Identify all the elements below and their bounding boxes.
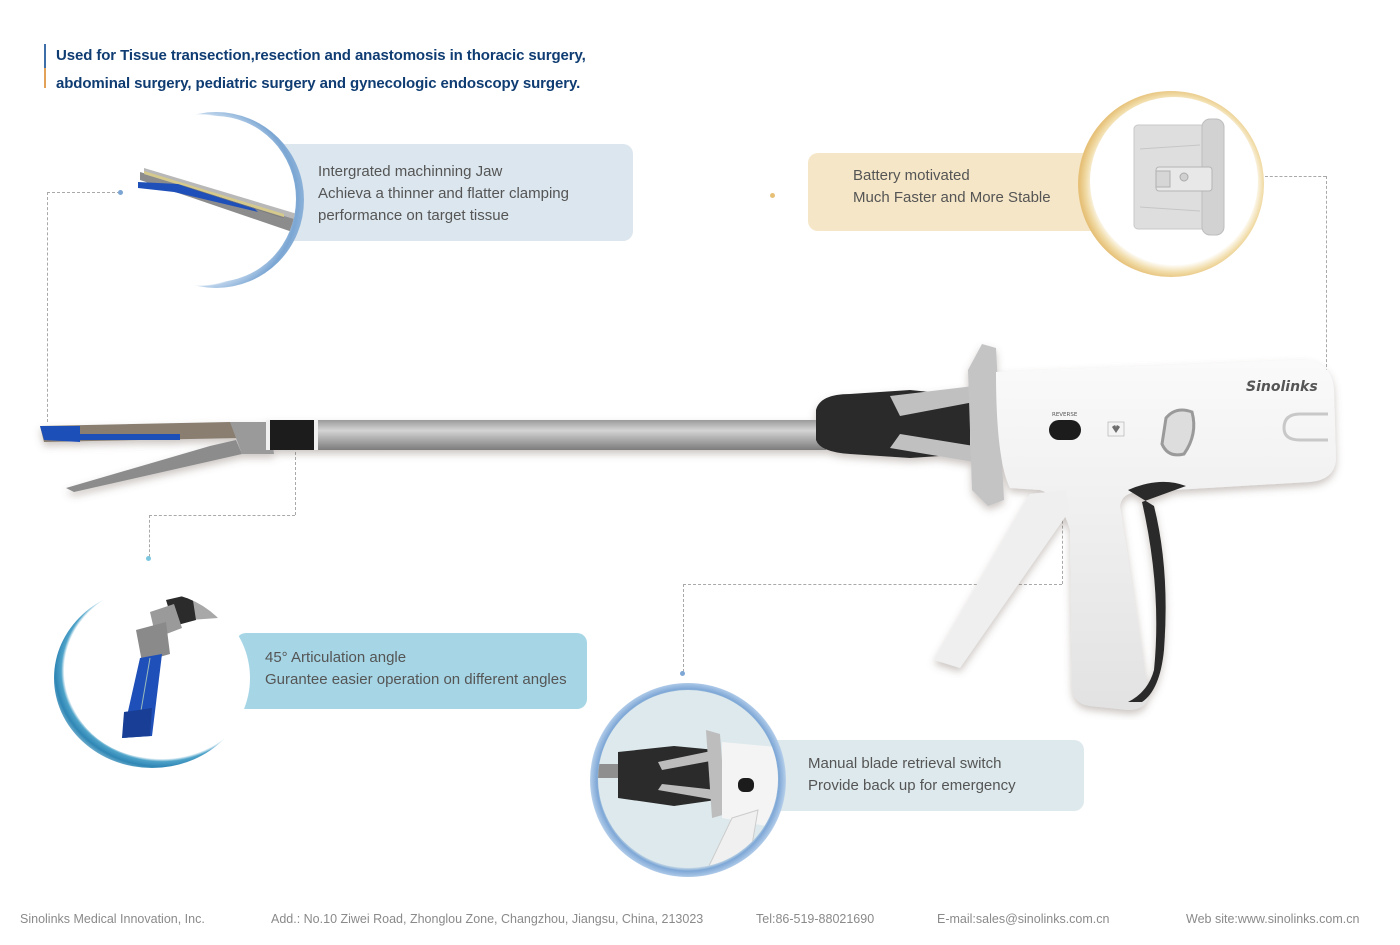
feature-battery-title: Battery motivated — [853, 167, 970, 184]
reverse-switch-label: REVERSE — [1052, 412, 1078, 418]
feature-jaw-desc-2: performance on target tissue — [318, 207, 509, 224]
heart-indicator-icon — [1112, 425, 1120, 433]
leader-line-jaw-v — [47, 192, 48, 422]
leader-dot-articulation — [146, 556, 151, 561]
leader-line-retrieval-v2 — [683, 584, 684, 672]
leader-line-articulation-h — [149, 515, 295, 516]
feature-articulation-image — [66, 592, 242, 758]
battery-pack-icon — [1133, 118, 1225, 236]
footer-email[interactable]: E-mail:sales@sinolinks.com.cn — [937, 912, 1110, 926]
footer-website[interactable]: Web site:www.sinolinks.com.cn — [1186, 912, 1360, 926]
footer-tel: Tel:86-519-88021690 — [756, 912, 875, 926]
feature-retrieval-title: Manual blade retrieval switch — [808, 755, 1002, 772]
feature-callout-battery: Battery motivated Much Faster and More S… — [808, 153, 1108, 231]
reverse-switch — [1049, 420, 1081, 440]
leader-dot-battery — [770, 193, 775, 198]
leader-line-battery-v — [1326, 176, 1327, 372]
feature-battery-image — [1090, 97, 1258, 265]
leader-line-jaw-h — [47, 192, 120, 193]
leader-dot-retrieval — [680, 671, 685, 676]
feature-jaw-desc-1: Achieva a thinner and flatter clamping — [318, 185, 569, 202]
feature-callout-jaw: Intergrated machinning Jaw Achieva a thi… — [262, 144, 633, 241]
headline: Used for Tissue transection,resection an… — [44, 42, 586, 98]
footer-address: Add.: No.10 Ziwei Road, Zhonglou Zone, C… — [271, 912, 704, 926]
feature-callout-articulation: 45° Articulation angle Gurantee easier o… — [236, 633, 587, 709]
footer-company: Sinolinks Medical Innovation, Inc. — [20, 912, 205, 926]
feature-articulation-title: 45° Articulation angle — [265, 649, 407, 666]
leader-line-battery-h — [1265, 176, 1326, 177]
feature-battery-desc: Much Faster and More Stable — [853, 189, 1051, 206]
leader-line-retrieval-h — [683, 584, 1062, 585]
feature-jaw-image — [134, 116, 296, 282]
leader-line-articulation-v2 — [149, 515, 150, 557]
leader-dot-jaw — [118, 190, 123, 195]
brand-mark: Sinolinks — [1246, 379, 1318, 395]
feature-retrieval-desc: Provide back up for emergency — [808, 777, 1016, 794]
feature-callout-retrieval: Manual blade retrieval switch Provide ba… — [740, 740, 1084, 811]
handle-switch-closeup-icon — [598, 730, 778, 868]
surgical-stapler-product-image: REVERSE Sinolinks — [40, 344, 1336, 710]
feature-jaw-title: Intergrated machinning Jaw — [318, 163, 503, 180]
headline-line-2: abdominal surgery, pediatric surgery and… — [56, 75, 581, 92]
stapler-jaw-closeup-icon — [138, 168, 296, 234]
headline-line-1: Used for Tissue transection,resection an… — [56, 47, 586, 64]
feature-articulation-desc: Gurantee easier operation on different a… — [265, 671, 567, 688]
feature-retrieval-image — [598, 690, 778, 868]
leader-line-articulation-v1 — [295, 452, 296, 515]
headline-accent-bar — [44, 44, 46, 88]
